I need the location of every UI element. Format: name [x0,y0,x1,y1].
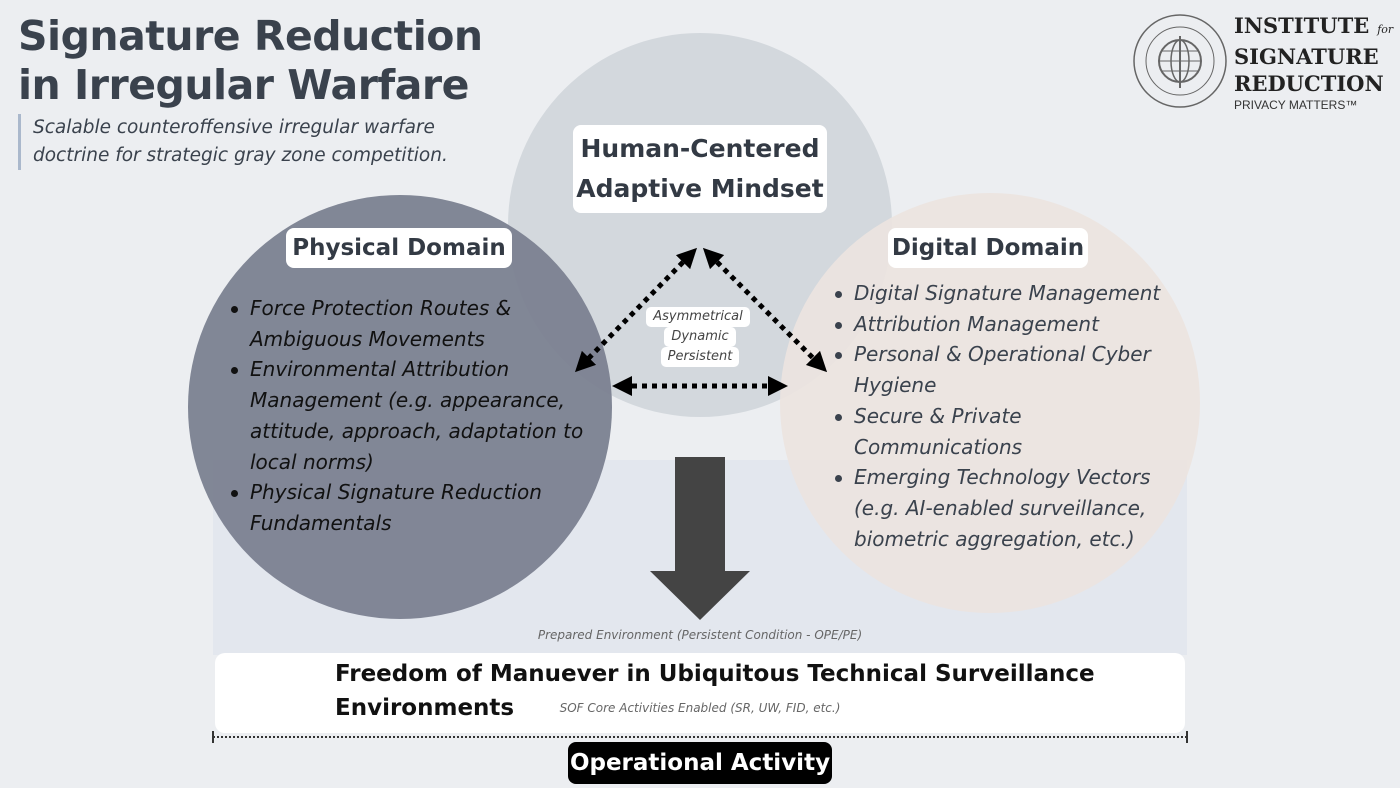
logo-tagline: PRIVACY MATTERS™ [1234,98,1358,112]
prepared-environment-caption: Prepared Environment (Persistent Conditi… [537,628,863,642]
list-item: Environmental Attribution Management (e.… [228,354,588,477]
freedom-of-maneuver-box: Freedom of Manuever in Ubiquitous Techni… [215,653,1185,733]
logo-line-2: SIGNATURE [1234,44,1379,69]
logo: INSTITUTE for SIGNATURE REDUCTION PRIVACY… [1234,12,1393,113]
list-item: Secure & Private Communications [832,401,1182,462]
freedom-title: Freedom of Manuever in Ubiquitous Techni… [335,661,1095,721]
human-line-2: Adaptive Mindset [576,174,824,203]
list-item: Attribution Management [832,309,1182,340]
freedom-subtitle: SOF Core Activities Enabled (SR, UW, FID… [559,701,841,715]
digital-circle [780,193,1200,613]
logo-for: for [1377,23,1394,36]
subtitle-line-2: doctrine for strategic gray zone competi… [33,145,448,166]
logo-line-3: REDUCTION [1234,71,1384,96]
physical-circle [188,195,612,619]
tag-asymmetrical: Asymmetrical [646,307,750,327]
physical-domain-label: Physical Domain [286,228,512,268]
operational-activity-label: Operational Activity [568,742,832,784]
human-line-1: Human-Centered [580,134,820,163]
list-item: Personal & Operational Cyber Hygiene [832,339,1182,400]
down-arrow-icon [650,457,750,620]
list-item: Emerging Technology Vectors (e.g. AI-ena… [832,462,1182,554]
tag-persistent: Persistent [661,347,739,367]
physical-domain-list: Force Protection Routes & Ambiguous Move… [228,293,588,539]
title-line-2: in Irregular Warfare [18,61,469,109]
page-subtitle: Scalable counteroffensive irregular warf… [18,114,448,170]
digital-domain-label: Digital Domain [888,228,1088,268]
digital-domain-list: Digital Signature Management Attribution… [832,278,1182,554]
logo-seal [1133,14,1227,108]
list-item: Physical Signature Reduction Fundamental… [228,477,588,538]
list-item: Digital Signature Management [832,278,1182,309]
logo-line-1: INSTITUTE [1234,13,1370,38]
list-item: Force Protection Routes & Ambiguous Move… [228,293,588,354]
subtitle-line-1: Scalable counteroffensive irregular warf… [33,117,435,138]
title-line-1: Signature Reduction [18,12,483,60]
tag-dynamic: Dynamic [664,327,736,347]
